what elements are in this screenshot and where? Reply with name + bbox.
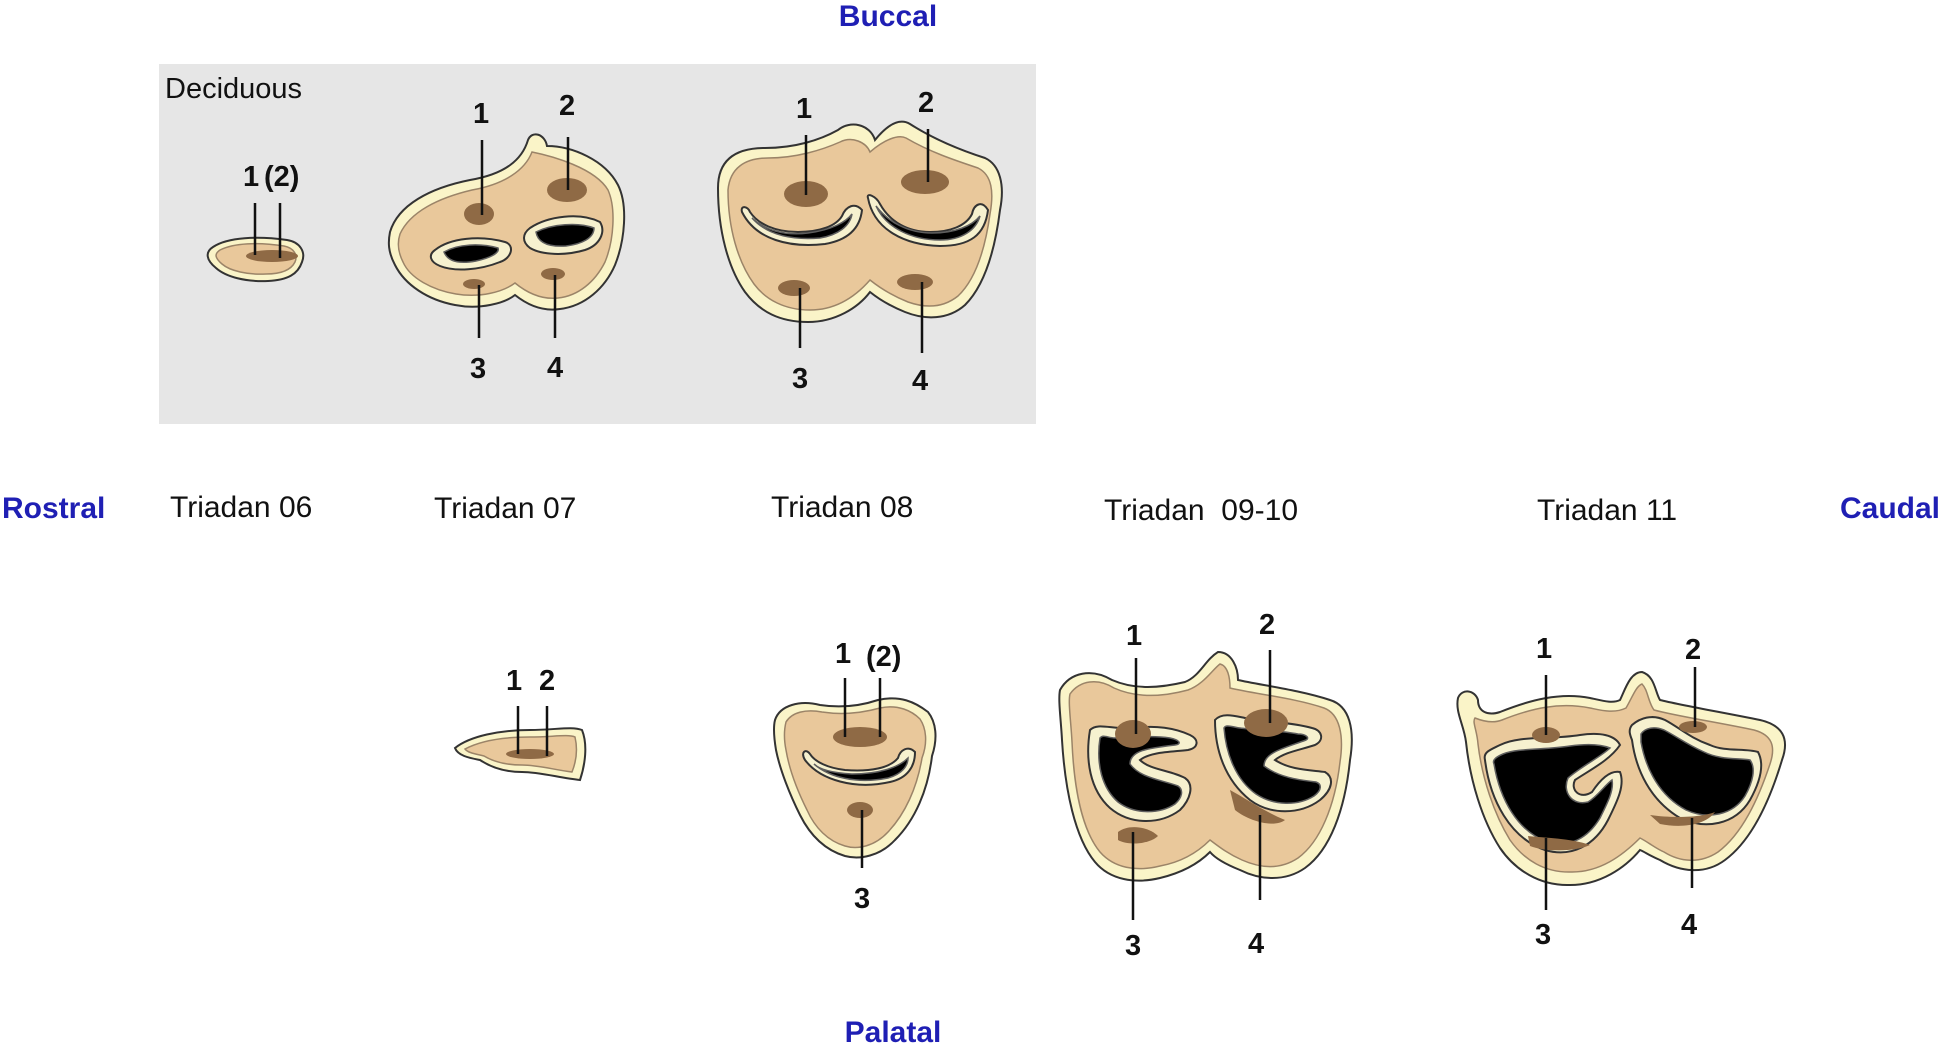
label-1: 1 <box>1536 633 1552 665</box>
label-2: 2 <box>559 90 575 122</box>
label-4: 4 <box>1681 909 1697 941</box>
label-2: 2 <box>918 87 934 119</box>
label-4: 4 <box>1248 928 1264 960</box>
direction-rostral: Rostral <box>2 492 105 525</box>
deciduous-label: Deciduous <box>165 73 302 105</box>
column-label-triadan-11: Triadan 11 <box>1537 494 1677 527</box>
label-3: 3 <box>792 363 808 395</box>
label-3: 3 <box>470 353 486 385</box>
label-2: 2 <box>1259 609 1275 641</box>
label-4: 4 <box>912 365 928 397</box>
label-2-paren: (2) <box>866 641 901 673</box>
label-2: 2 <box>539 665 555 697</box>
label-2: 2 <box>1685 634 1701 666</box>
column-label-triadan-08: Triadan 08 <box>771 491 913 524</box>
label-1: 1 <box>1126 620 1142 652</box>
label-1: 1 <box>835 638 851 670</box>
label-1: 1 <box>506 665 522 697</box>
column-label-triadan-07: Triadan 07 <box>434 492 576 525</box>
tooth-deciduous-08: 1 2 3 4 <box>716 87 1003 397</box>
label-1: 1 <box>473 98 489 130</box>
tooth-permanent-09-10: 1 2 3 4 <box>1058 609 1353 962</box>
label-1: 1 <box>243 161 259 193</box>
direction-buccal: Buccal <box>839 0 937 33</box>
label-3: 3 <box>854 883 870 915</box>
column-label-triadan-06: Triadan 06 <box>170 491 312 524</box>
tooth-deciduous-06: 1 (2) <box>206 161 305 283</box>
label-3: 3 <box>1125 930 1141 962</box>
direction-caudal: Caudal <box>1840 492 1940 525</box>
tooth-permanent-07: 1 2 <box>453 665 587 782</box>
label-4: 4 <box>547 352 563 384</box>
tooth-permanent-11: 1 2 3 4 <box>1456 633 1787 951</box>
column-label-triadan-09-10: Triadan 09-10 <box>1104 494 1298 527</box>
tooth-deciduous-07: 1 2 3 4 <box>387 90 626 385</box>
tooth-permanent-08: 1 (2) 3 <box>772 638 937 915</box>
label-1: 1 <box>796 93 812 125</box>
direction-palatal: Palatal <box>845 1016 942 1049</box>
label-3: 3 <box>1535 919 1551 951</box>
label-2-paren: (2) <box>264 161 299 193</box>
